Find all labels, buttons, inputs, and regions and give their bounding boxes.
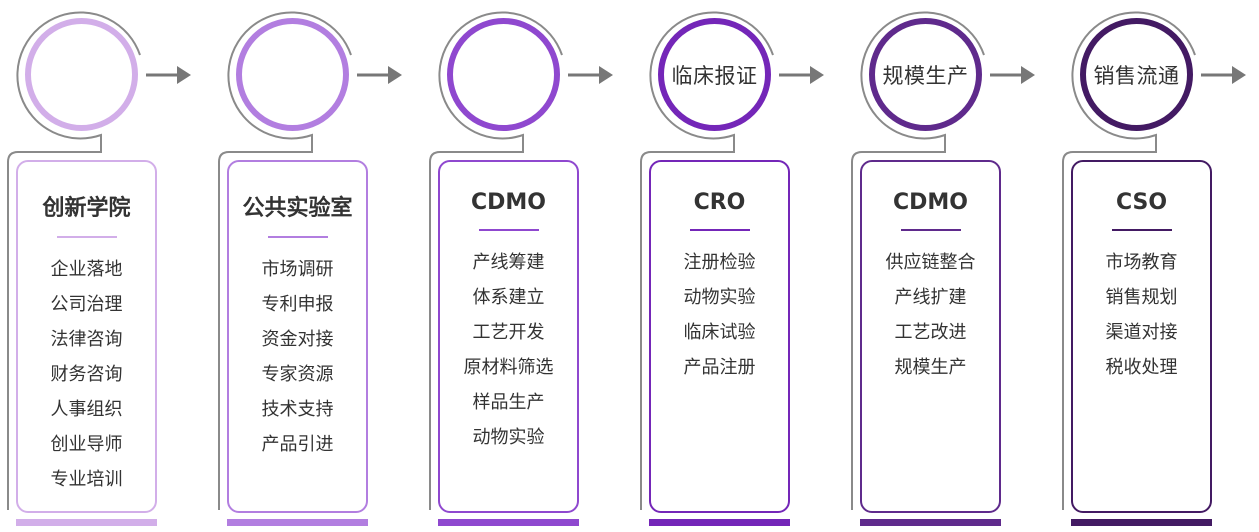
stage-title: 临床报证 — [671, 63, 758, 88]
arrow-right-icon — [146, 66, 191, 84]
arrow-right-icon — [357, 66, 402, 84]
arrow-right-icon — [1201, 66, 1246, 84]
list-item: 产品注册 — [683, 357, 756, 378]
list-item: 专利申报 — [261, 294, 334, 315]
list-item: 专家资源 — [261, 364, 334, 385]
list-item: 产品引进 — [261, 434, 334, 455]
list-item: 注册检验 — [683, 252, 756, 273]
card-title: CSO — [1115, 190, 1168, 215]
list-item: 原材料筛选 — [463, 357, 554, 378]
foot-bar — [1071, 519, 1212, 526]
list-item: 动物实验 — [683, 287, 756, 308]
outline-path — [851, 11, 985, 510]
stage-4: 临床报证 CRO 注册检验 动物实验 临床试验 产品注册 — [633, 0, 844, 532]
stage-circle: 销售流通 — [1080, 18, 1193, 131]
card-title: CDMO — [892, 190, 968, 215]
outline-path — [429, 11, 563, 510]
outline-path — [218, 11, 352, 510]
stage-card: 公共实验室 市场调研 专利申报 资金对接 专家资源 技术支持 产品引进 — [227, 160, 368, 513]
card-list: 产线筹建 体系建立 工艺开发 原材料筛选 样品生产 动物实验 — [440, 245, 577, 455]
card-divider — [267, 236, 328, 238]
stage-5: 规模生产 CDMO 供应链整合 产线扩建 工艺改进 规模生产 — [844, 0, 1055, 532]
arrow-right-icon — [779, 66, 824, 84]
stage-circle: 规模生产 — [869, 18, 982, 131]
list-item: 市场调研 — [261, 259, 334, 280]
card-divider — [56, 236, 117, 238]
list-item: 市场教育 — [1105, 252, 1178, 273]
card-divider — [689, 229, 750, 231]
card-list: 企业落地 公司治理 法律咨询 财务咨询 人事组织 创业导师 专业培训 — [18, 252, 155, 497]
card-title: CDMO — [470, 190, 546, 215]
stage-3: 样品生产 CDMO 产线筹建 体系建立 工艺开发 原材料筛选 样品生产 动物实验 — [422, 0, 633, 532]
outline-path — [7, 11, 141, 510]
stage-title: 销售流通 — [1093, 63, 1180, 88]
stage-1: 公司成立 创新学院 企业落地 公司治理 法律咨询 财务咨询 人事组织 创业导师 … — [0, 0, 211, 532]
card-divider — [1111, 229, 1172, 231]
arrow-right-icon — [990, 66, 1035, 84]
list-item: 工艺改进 — [894, 322, 967, 343]
stage-card: CDMO 供应链整合 产线扩建 工艺改进 规模生产 — [860, 160, 1001, 513]
stage-6: 销售流通 CSO 市场教育 销售规划 渠道对接 税收处理 — [1055, 0, 1259, 532]
card-list: 市场教育 销售规划 渠道对接 税收处理 — [1073, 245, 1210, 385]
stage-2: 研发阶段 公共实验室 市场调研 专利申报 资金对接 专家资源 技术支持 产品引进 — [211, 0, 422, 532]
list-item: 渠道对接 — [1105, 322, 1178, 343]
card-list: 供应链整合 产线扩建 工艺改进 规模生产 — [862, 245, 999, 385]
stage-card: CSO 市场教育 销售规划 渠道对接 税收处理 — [1071, 160, 1212, 513]
list-item: 财务咨询 — [50, 364, 123, 385]
card-divider — [478, 229, 539, 231]
list-item: 技术支持 — [261, 399, 334, 420]
card-divider — [900, 229, 961, 231]
stage-title: 规模生产 — [882, 63, 969, 88]
list-item: 供应链整合 — [885, 252, 976, 273]
stage-title: 公司成立 — [38, 63, 125, 88]
list-item: 法律咨询 — [50, 329, 123, 350]
foot-bar — [860, 519, 1001, 526]
list-item: 公司治理 — [50, 294, 123, 315]
list-item: 税收处理 — [1105, 357, 1178, 378]
card-title: 创新学院 — [42, 196, 131, 221]
list-item: 样品生产 — [472, 392, 545, 413]
list-item: 资金对接 — [261, 329, 334, 350]
list-item: 企业落地 — [50, 259, 123, 280]
card-list: 市场调研 专利申报 资金对接 专家资源 技术支持 产品引进 — [229, 252, 366, 462]
list-item: 专业培训 — [50, 469, 123, 490]
stage-title: 样品生产 — [460, 63, 547, 88]
list-item: 销售规划 — [1105, 287, 1178, 308]
card-title: CRO — [693, 190, 746, 215]
stage-card: CDMO 产线筹建 体系建立 工艺开发 原材料筛选 样品生产 动物实验 — [438, 160, 579, 513]
stage-circle: 临床报证 — [658, 18, 771, 131]
list-item: 工艺开发 — [472, 322, 545, 343]
list-item: 创业导师 — [50, 434, 123, 455]
arrow-right-icon — [568, 66, 613, 84]
outline-path — [640, 11, 774, 510]
card-title: 公共实验室 — [242, 196, 353, 221]
stage-circle: 公司成立 — [25, 18, 138, 131]
card-list: 注册检验 动物实验 临床试验 产品注册 — [651, 245, 788, 385]
stage-circle: 样品生产 — [447, 18, 560, 131]
foot-bar — [227, 519, 368, 526]
foot-bar — [16, 519, 157, 526]
list-item: 人事组织 — [50, 399, 123, 420]
list-item: 体系建立 — [472, 287, 545, 308]
stage-title: 研发阶段 — [249, 63, 336, 88]
list-item: 产线筹建 — [472, 252, 545, 273]
stage-card: 创新学院 企业落地 公司治理 法律咨询 财务咨询 人事组织 创业导师 专业培训 — [16, 160, 157, 513]
stage-card: CRO 注册检验 动物实验 临床试验 产品注册 — [649, 160, 790, 513]
foot-bar — [438, 519, 579, 526]
list-item: 临床试验 — [683, 322, 756, 343]
list-item: 产线扩建 — [894, 287, 967, 308]
stage-circle: 研发阶段 — [236, 18, 349, 131]
list-item: 动物实验 — [472, 427, 545, 448]
outline-path — [1062, 11, 1196, 510]
foot-bar — [649, 519, 790, 526]
list-item: 规模生产 — [894, 357, 967, 378]
